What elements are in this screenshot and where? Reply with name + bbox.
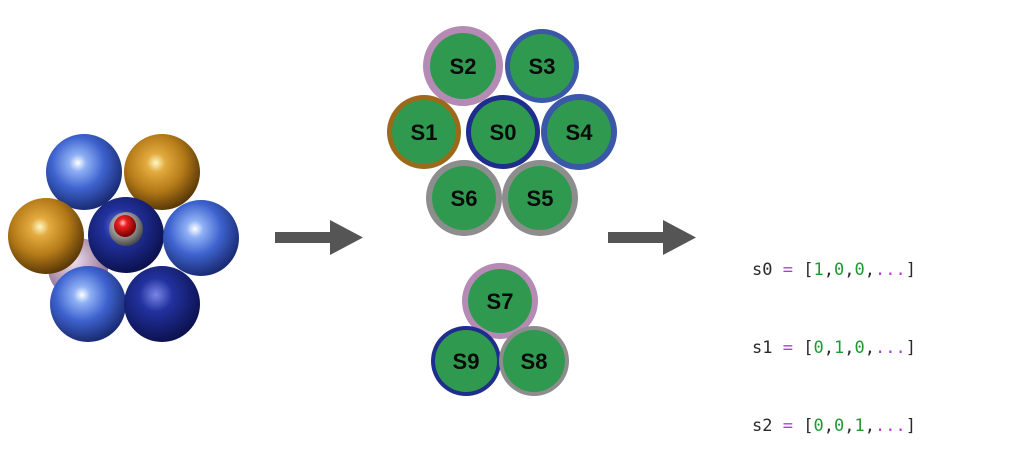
code-equals: = bbox=[782, 338, 793, 358]
code-bracket-close: ] bbox=[905, 338, 916, 358]
code-ellipsis: ... bbox=[874, 338, 906, 358]
code-value: 1 bbox=[833, 338, 845, 358]
code-value: 1 bbox=[813, 260, 824, 280]
code-value: 0 bbox=[833, 260, 845, 280]
site-s4: S4 bbox=[541, 94, 617, 170]
site-label: S2 bbox=[450, 54, 477, 79]
site-s3: S3 bbox=[505, 29, 579, 103]
site-label: S3 bbox=[529, 54, 556, 79]
site-label: S0 bbox=[490, 120, 517, 145]
site-label: S5 bbox=[527, 186, 554, 211]
site-label: S7 bbox=[487, 289, 514, 314]
code-equals: = bbox=[782, 416, 793, 436]
code-var: s2 bbox=[752, 416, 773, 436]
site-s2: S2 bbox=[423, 26, 503, 106]
site-s7: S7 bbox=[462, 263, 538, 339]
site-s6: S6 bbox=[426, 160, 502, 236]
code-bracket-close: ] bbox=[905, 416, 916, 436]
site-s0: S0 bbox=[466, 95, 540, 169]
site-s5: S5 bbox=[502, 160, 578, 236]
atomic-cluster bbox=[8, 134, 239, 342]
code-bracket-open: [ bbox=[803, 260, 814, 280]
code-bracket-open: [ bbox=[803, 416, 814, 436]
code-ellipsis: ... bbox=[874, 416, 906, 436]
arrow-right-icon bbox=[275, 220, 363, 255]
site-graph: S2 S3 S1 S0 S4 S6 S5 bbox=[387, 26, 617, 396]
site-s1: S1 bbox=[387, 95, 461, 169]
atom-left-gold bbox=[8, 198, 84, 274]
code-bracket-close: ] bbox=[905, 260, 916, 280]
code-value: 1 bbox=[854, 416, 865, 436]
atom-bottom-left-blue bbox=[50, 266, 126, 342]
site-label: S8 bbox=[521, 349, 548, 374]
code-line-s1: s1 = [0,1,0,...] bbox=[752, 338, 916, 358]
site-label: S4 bbox=[566, 120, 594, 145]
code-value: 0 bbox=[854, 338, 865, 358]
atom-top-right-gold bbox=[124, 134, 200, 210]
atom-center-red bbox=[114, 215, 136, 237]
code-value: 0 bbox=[813, 338, 824, 358]
atom-bottom-right-navy bbox=[124, 266, 200, 342]
atom-top-left-blue bbox=[46, 134, 122, 210]
site-label: S1 bbox=[411, 120, 438, 145]
arrow-right-icon bbox=[608, 220, 696, 255]
code-bracket-open: [ bbox=[803, 338, 814, 358]
code-value: 0 bbox=[813, 416, 824, 436]
one-hot-vectors: s0 = [1,0,0,...] s1 = [0,1,0,...] s2 = [… bbox=[752, 205, 916, 465]
code-var: s1 bbox=[752, 338, 773, 358]
code-line-s0: s0 = [1,0,0,...] bbox=[752, 260, 916, 280]
atom-right-blue bbox=[163, 200, 239, 276]
code-ellipsis: ... bbox=[874, 260, 906, 280]
code-line-s2: s2 = [0,0,1,...] bbox=[752, 416, 916, 436]
site-label: S6 bbox=[451, 186, 478, 211]
code-value: 0 bbox=[854, 260, 865, 280]
site-s8: S8 bbox=[499, 326, 569, 396]
code-value: 0 bbox=[833, 416, 845, 436]
encoding-diagram: S2 S3 S1 S0 S4 S6 S5 bbox=[8, 26, 696, 396]
code-equals: = bbox=[782, 260, 793, 280]
code-var: s0 bbox=[752, 260, 773, 280]
site-label: S9 bbox=[453, 349, 480, 374]
site-s9: S9 bbox=[431, 326, 501, 396]
